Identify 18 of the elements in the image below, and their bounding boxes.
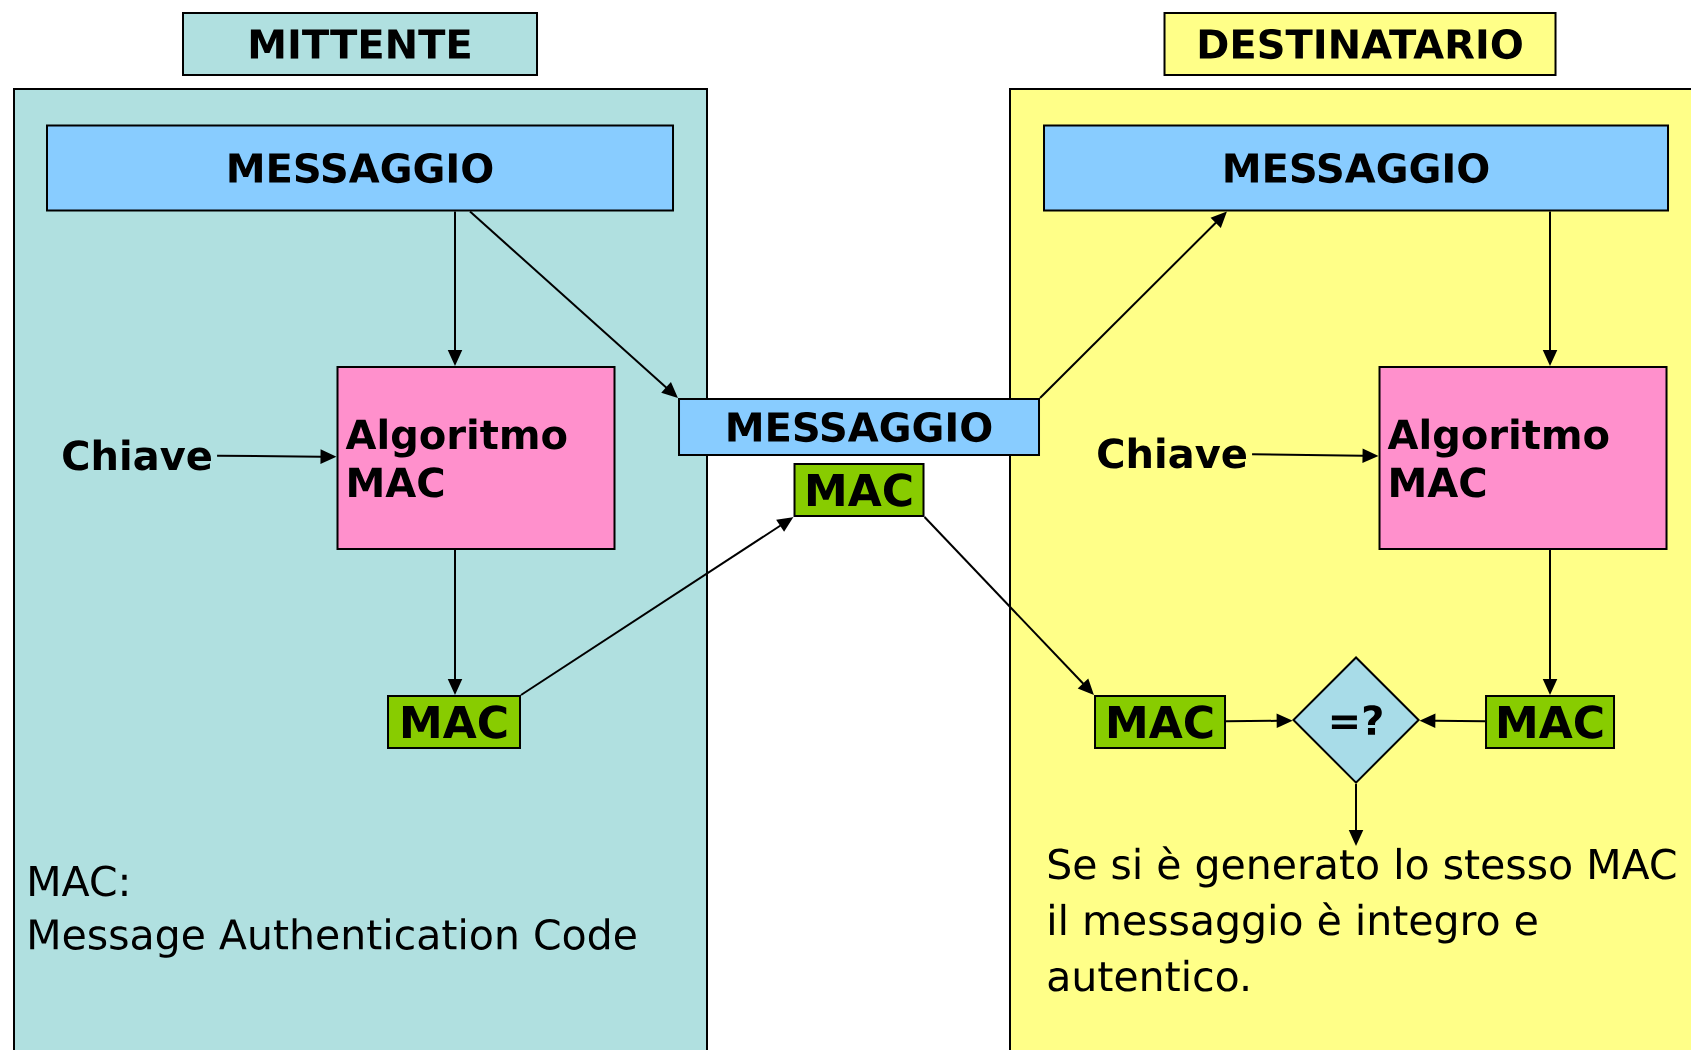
mac-box: MAC xyxy=(1485,695,1615,749)
message-box: MESSAGGIO xyxy=(678,398,1040,456)
mac-box: MAC xyxy=(793,463,925,517)
note-text: MAC: xyxy=(30,865,127,897)
algorithm-box: Algoritmo MAC xyxy=(1378,366,1668,550)
mac-box: MAC xyxy=(387,695,521,749)
arrow xyxy=(469,210,678,398)
note-text: Message Authentication Code xyxy=(30,918,636,958)
mac-box: MAC xyxy=(1094,695,1226,749)
key-label: Chiave xyxy=(63,439,211,471)
message-box: MESSAGGIO xyxy=(1043,124,1669,212)
message-box: MESSAGGIO xyxy=(46,124,674,212)
heading-box: MITTENTE xyxy=(182,12,538,76)
result-note: Se si è generato lo stesso MAC il messaggio è integro e autentico. xyxy=(1048,846,1676,992)
heading-box: DESTINATARIO xyxy=(1163,12,1557,76)
key-label: Chiave xyxy=(1098,437,1246,469)
arrow xyxy=(923,516,1094,695)
algorithm-box: Algoritmo MAC xyxy=(336,366,616,550)
